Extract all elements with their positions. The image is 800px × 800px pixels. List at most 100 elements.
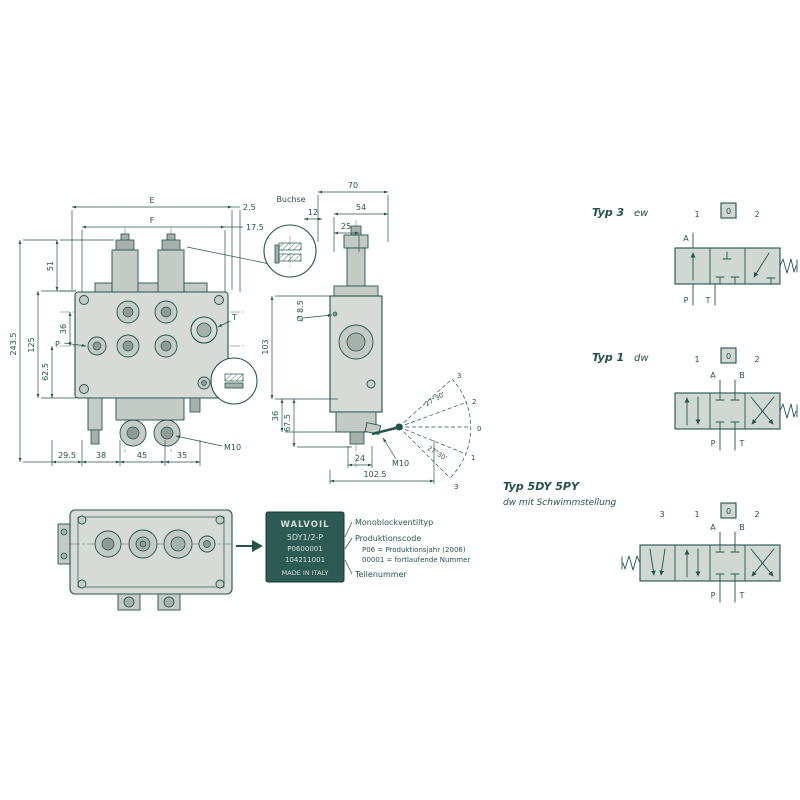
dim-125: 125 bbox=[27, 290, 76, 399]
typ1-port-b: B bbox=[739, 371, 745, 380]
dim-f: F bbox=[81, 216, 226, 292]
plate-type: 5DY1/2-P bbox=[287, 533, 323, 542]
dim-243-5: 243.5 bbox=[9, 239, 57, 463]
typ3-neutral-box bbox=[720, 202, 737, 219]
fan-angle-lower: 27°30' bbox=[426, 444, 449, 462]
typ5-title: Typ 5DY 5PY bbox=[503, 480, 580, 493]
dia-8-5-label: Ø 8.5 bbox=[295, 300, 305, 322]
dim-103: 103 bbox=[261, 295, 338, 400]
dim-17-5-label: 17.5 bbox=[246, 223, 264, 232]
dim-17-5: 17.5 bbox=[225, 223, 264, 232]
dim-25: 25 bbox=[334, 222, 360, 252]
typ1-valve-body bbox=[674, 392, 781, 430]
lever-position-fan: 3 2 0 1 3 27°30' 27°30' bbox=[398, 372, 481, 491]
dim-54: 54 bbox=[333, 203, 388, 252]
typ3-pos-0: 0 bbox=[726, 207, 731, 216]
nameplate-arrow bbox=[236, 540, 263, 552]
dim-54-label: 54 bbox=[356, 203, 366, 212]
typ3-pos-1: 1 bbox=[694, 210, 699, 219]
side-view: 70 54 25 Ø 8.5 103 36 bbox=[261, 181, 481, 491]
valve-body-side bbox=[329, 225, 403, 445]
dim-102-5-label: 102.5 bbox=[364, 470, 387, 479]
m10-front-label: M10 bbox=[224, 443, 241, 452]
typ3-port-t: T bbox=[705, 296, 711, 305]
typ5-port-p: P bbox=[711, 591, 716, 600]
typ5-pos-1: 1 bbox=[694, 510, 699, 519]
symbol-typ5: Typ 5DY 5PY dw mit Schwimmstellung 3 1 0… bbox=[503, 480, 781, 603]
fan-pos-3-bottom: 3 bbox=[454, 483, 458, 491]
dim-36-side-label: 36 bbox=[271, 411, 280, 421]
front-view: E 2.5 F 17.5 51 36 bbox=[9, 196, 264, 466]
dim-103-label: 103 bbox=[261, 339, 270, 354]
valve-body-front bbox=[74, 233, 229, 447]
typ3-pos-2: 2 bbox=[754, 210, 759, 219]
dims-bottom-row: 29.5 38 45 35 bbox=[51, 440, 201, 466]
typ1-pos-0: 0 bbox=[726, 352, 731, 361]
spool-cap-1 bbox=[111, 233, 139, 293]
dim-36-front: 36 bbox=[59, 312, 72, 346]
dim-70-label: 70 bbox=[348, 181, 358, 190]
typ3-port-p: P bbox=[684, 296, 689, 305]
p-port-label: P bbox=[55, 340, 60, 349]
fan-angle-upper: 27°30' bbox=[424, 390, 447, 408]
typ5-pos-2: 2 bbox=[754, 510, 759, 519]
plate-production-code: P0600001 bbox=[287, 545, 322, 553]
typ1-neutral-box bbox=[720, 347, 737, 364]
fan-pos-0: 0 bbox=[477, 425, 481, 433]
dim-51-label: 51 bbox=[46, 261, 55, 271]
typ3-port-a: A bbox=[683, 234, 689, 243]
dim-62-5-label: 62.5 bbox=[41, 363, 50, 381]
typ1-port-t: T bbox=[739, 439, 745, 448]
dim-36-front-label: 36 bbox=[59, 324, 68, 334]
dim-243-5-label: 243.5 bbox=[9, 333, 18, 356]
dim-2-5: 2.5 bbox=[232, 203, 256, 292]
typ1-title: Typ 1 bbox=[592, 351, 624, 364]
fan-pos-3-top: 3 bbox=[457, 372, 461, 380]
dim-125-label: 125 bbox=[27, 337, 36, 352]
note-serial-number: 00001 = fortlaufende Nummer bbox=[362, 556, 470, 564]
typ1-port-a: A bbox=[710, 371, 716, 380]
symbol-typ1: Typ 1 dw 1 0 2 A B P T bbox=[592, 347, 798, 451]
dim-67-5: 67.5 bbox=[283, 399, 352, 448]
note-production-year: P06 = Produktionsjahr (2006) bbox=[362, 546, 466, 554]
dim-24: 24 bbox=[347, 446, 373, 468]
nameplate-callout: WALVOIL 5DY1/2-P P0600001 104211001 MADE… bbox=[236, 511, 470, 583]
top-view bbox=[57, 509, 233, 611]
dim-70: 70 bbox=[317, 181, 389, 242]
dim-12-label: 12 bbox=[308, 208, 318, 217]
label-m10-side: M10 bbox=[382, 437, 409, 468]
typ3-title: Typ 3 bbox=[592, 206, 625, 219]
typ5-pos-3: 3 bbox=[659, 510, 664, 519]
m10-side-label: M10 bbox=[392, 459, 409, 468]
dim-24-label: 24 bbox=[355, 454, 365, 463]
detail-buchse: Buchse 12 bbox=[186, 195, 322, 278]
port-label-p: P bbox=[55, 340, 87, 349]
dim-38-label: 38 bbox=[96, 451, 106, 460]
dim-dia-8-5: Ø 8.5 bbox=[295, 300, 333, 322]
dim-25-label: 25 bbox=[341, 222, 351, 231]
dim-e-label: E bbox=[149, 196, 154, 205]
dim-e: E bbox=[71, 196, 233, 290]
note-type: Monoblockventiltyp bbox=[355, 518, 433, 527]
dim-35-label: 35 bbox=[177, 451, 187, 460]
plate-part-number: 104211001 bbox=[285, 556, 325, 564]
symbol-typ3: Typ 3 ew 1 0 2 A P T bbox=[592, 202, 798, 306]
t-port-label: T bbox=[231, 313, 237, 322]
typ1-pos-1: 1 bbox=[694, 355, 699, 364]
typ5-neutral-box bbox=[720, 502, 737, 519]
detail-balloon bbox=[210, 357, 258, 405]
dim-45-label: 45 bbox=[137, 451, 147, 460]
dim-62-5: 62.5 bbox=[41, 346, 54, 398]
typ3-valve-body bbox=[674, 247, 781, 285]
typ5-port-b: B bbox=[739, 523, 745, 532]
label-m10-front: M10 bbox=[175, 435, 241, 452]
dim-2-5-label: 2.5 bbox=[243, 203, 256, 212]
dim-67-5-label: 67.5 bbox=[283, 414, 292, 432]
note-production-code: Produktionscode bbox=[355, 534, 421, 543]
plate-origin: MADE IN ITALY bbox=[282, 569, 329, 577]
plate-brand: WALVOIL bbox=[280, 520, 329, 530]
fan-pos-2: 2 bbox=[472, 398, 476, 406]
fan-pos-1: 1 bbox=[471, 454, 475, 462]
